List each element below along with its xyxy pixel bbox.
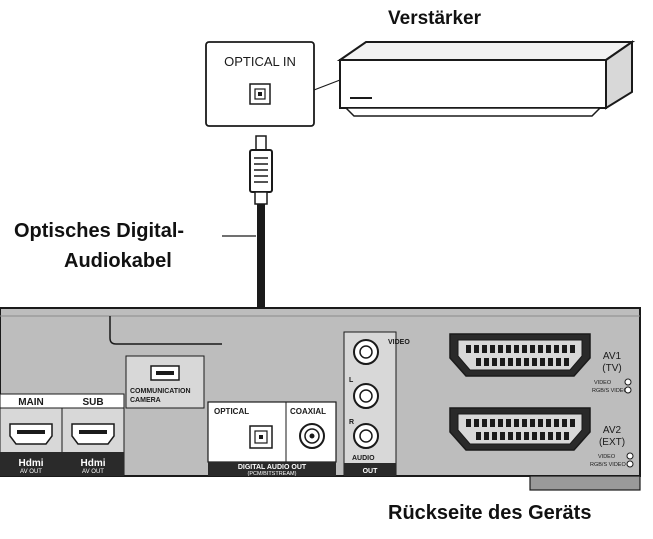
cable-label-line1: Optisches Digital- [14, 220, 185, 242]
av1-video-label: VIDEO [594, 380, 612, 386]
av1-rgb-label: RGB/S VIDEO [592, 388, 628, 394]
av1-sub-label: (TV) [602, 363, 621, 374]
cable-label-line2: Audiokabel [64, 250, 172, 272]
amplifier-device [336, 40, 636, 117]
optical-in-label: OPTICAL IN [224, 54, 296, 69]
av2-label: AV2 [603, 425, 622, 436]
scart-av2: AV2 (EXT) VIDEO RGB/S VIDEO [449, 407, 634, 468]
amplifier-label: Verstärker [388, 8, 481, 29]
hdmi-av-out-main: AV OUT [20, 469, 42, 475]
analog-av-section: VIDEO L R AUDIO OUT [343, 331, 410, 477]
comm-label-1: COMMUNICATION [130, 388, 191, 395]
av2-rgb-label: RGB/S VIDEO [590, 462, 626, 468]
audio-label: AUDIO [352, 455, 375, 462]
audio-left-label: L [349, 377, 354, 384]
av1-label: AV1 [603, 351, 622, 362]
hdmi-av-out-sub: AV OUT [82, 469, 104, 475]
digital-audio-out-section: OPTICAL COAXIAL DIGITAL AUDIO OUT (PCM/B… [207, 401, 337, 477]
optical-in-callout: OPTICAL IN [205, 41, 341, 127]
audio-right-label: R [349, 419, 354, 426]
comm-label-2: CAMERA [130, 397, 161, 404]
communication-camera-section: COMMUNICATION CAMERA [125, 355, 205, 409]
av2-sub-label: (EXT) [599, 437, 625, 448]
out-label: OUT [363, 468, 379, 475]
coaxial-label: COAXIAL [290, 407, 326, 416]
scart-av1: AV1 (TV) VIDEO RGB/S VIDEO [449, 333, 632, 394]
hdmi-section: MAIN SUB Hdmi Hdmi AV OUT AV OUT [0, 393, 125, 477]
digital-out-label-1: DIGITAL AUDIO OUT [238, 464, 307, 471]
hdmi-main-label: MAIN [18, 397, 44, 408]
hdmi-logo-sub: Hdmi [81, 458, 106, 469]
av2-video-label: VIDEO [598, 454, 616, 460]
digital-out-label-2: (PCM/BITSTREAM) [248, 471, 297, 477]
optical-label: OPTICAL [214, 407, 249, 416]
video-label: VIDEO [388, 339, 410, 346]
hdmi-logo-main: Hdmi [19, 458, 44, 469]
rear-panel-label: Rückseite des Geräts [388, 502, 592, 524]
hdmi-sub-label: SUB [82, 397, 103, 408]
